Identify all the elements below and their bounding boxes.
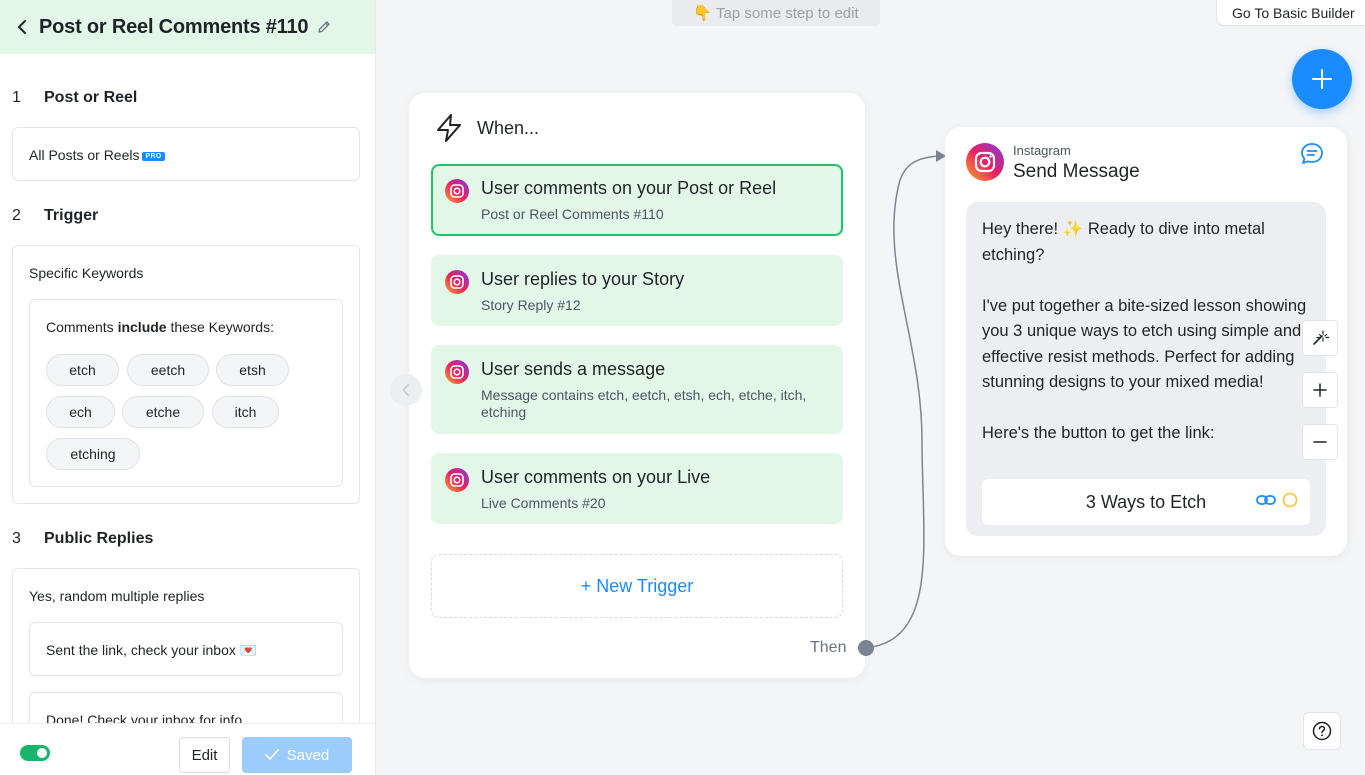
sidebar-header: Post or Reel Comments #110: [0, 0, 375, 54]
zoom-out-button[interactable]: [1302, 424, 1338, 460]
new-trigger-button[interactable]: + New Trigger: [431, 554, 843, 618]
magic-wand-button[interactable]: [1302, 320, 1338, 356]
keyword-chip[interactable]: ech: [46, 396, 115, 428]
button-status-icons: [1256, 492, 1298, 508]
magic-wand-icon: [1313, 330, 1329, 345]
tap-hint: 👇 Tap some step to edit: [672, 0, 880, 26]
section-number: 2: [12, 207, 21, 224]
keyword-chip[interactable]: itch: [212, 396, 279, 428]
instagram-icon: [445, 270, 469, 294]
section-number: 1: [12, 89, 21, 106]
keyword-chip[interactable]: etch: [46, 354, 119, 386]
message-button-label: 3 Ways to Etch: [1085, 491, 1207, 512]
section-label: Public Replies: [44, 530, 154, 547]
keywords-rule-prefix: Comments: [46, 319, 118, 335]
instagram-icon: [445, 468, 469, 492]
replies-mode: Yes, random multiple replies: [29, 588, 205, 604]
saved-label: Saved: [286, 746, 330, 764]
plus-icon: [1313, 383, 1327, 397]
trigger-subtitle: Post or Reel Comments #110: [481, 206, 664, 222]
keyword-chip[interactable]: eetch: [127, 354, 209, 386]
section-header-replies: 3 Public Replies: [12, 530, 153, 548]
chat-bubble-icon[interactable]: [1299, 141, 1325, 167]
rename-button[interactable]: [317, 20, 331, 34]
section-header-trigger: 2 Trigger: [12, 207, 98, 225]
saved-button[interactable]: Saved: [242, 737, 352, 773]
flow-connector: [865, 150, 946, 649]
question-circle-icon: [1312, 721, 1332, 741]
section-number: 3: [12, 530, 21, 547]
trigger-subtitle: Story Reply #12: [481, 297, 581, 313]
then-connector-handle[interactable]: [858, 640, 874, 656]
sidebar-footer: Edit Saved: [0, 723, 375, 775]
check-icon: [264, 749, 279, 760]
trigger-item-direct-message[interactable]: User sends a message Message contains et…: [431, 345, 843, 434]
keywords-box: Comments include these Keywords: etch ee…: [29, 299, 343, 487]
link-icon: [1256, 495, 1276, 505]
keywords-rule-suffix: these Keywords:: [166, 319, 274, 335]
trigger-title: User comments on your Live: [481, 467, 711, 487]
minus-icon: [1313, 441, 1327, 443]
pointing-down-icon: 👇: [693, 5, 713, 22]
keywords-rule-operator: include: [117, 319, 167, 335]
trigger-item-post-comments[interactable]: User comments on your Post or Reel Post …: [431, 164, 843, 236]
trigger-item-story-reply[interactable]: User replies to your Story Story Reply #…: [431, 255, 843, 326]
when-card[interactable]: When... User comments on your Post or Re…: [409, 93, 874, 678]
instagram-icon: [445, 360, 469, 384]
section-label: Trigger: [44, 207, 99, 224]
message-bubble[interactable]: Hey there! ✨ Ready to dive into metal et…: [966, 202, 1326, 536]
sidebar: Post or Reel Comments #110 1 Post or Ree…: [0, 0, 376, 775]
circle-status-icon: [1282, 492, 1298, 508]
when-header: When...: [435, 113, 539, 143]
pro-badge: PRO: [142, 152, 165, 161]
trigger-title: User sends a message: [481, 359, 666, 379]
message-link-button[interactable]: 3 Ways to Etch: [982, 479, 1310, 525]
tap-hint-text: Tap some step to edit: [716, 4, 859, 22]
post-scope-text: All Posts or Reels: [29, 147, 140, 163]
reply-item[interactable]: Sent the link, check your inbox 💌: [29, 622, 343, 676]
lightning-icon: [437, 114, 461, 142]
section-header-post: 1 Post or Reel: [12, 89, 137, 107]
plus-icon: [1312, 69, 1332, 89]
chevron-left-icon: [402, 384, 409, 396]
message-body: Hey there! ✨ Ready to dive into metal et…: [982, 220, 1307, 442]
section-label: Post or Reel: [44, 89, 138, 106]
keywords-rule: Comments include these Keywords:: [46, 319, 274, 335]
message-platform: Instagram: [1013, 143, 1071, 158]
trigger-subtitle: Live Comments #20: [481, 495, 606, 511]
trigger-title: User replies to your Story: [481, 269, 685, 289]
go-to-basic-builder-button[interactable]: Go To Basic Builder: [1216, 0, 1365, 26]
automation-toggle[interactable]: [20, 745, 50, 761]
back-button[interactable]: [12, 17, 32, 37]
message-action: Send Message: [1013, 161, 1140, 182]
keyword-chip[interactable]: etche: [122, 396, 204, 428]
zoom-in-button[interactable]: [1302, 372, 1338, 408]
instagram-icon: [966, 143, 1004, 181]
when-title: When...: [477, 117, 540, 138]
automation-title: Post or Reel Comments #110: [39, 15, 309, 38]
chevron-left-icon: [18, 20, 26, 34]
edit-button[interactable]: Edit: [179, 737, 230, 773]
trigger-type: Specific Keywords: [29, 265, 144, 281]
keyword-chip[interactable]: etsh: [216, 354, 289, 386]
trigger-title: User comments on your Post or Reel: [481, 178, 777, 198]
then-label: Then: [810, 639, 847, 656]
send-message-card[interactable]: Instagram Send Message Hey there! ✨ Read…: [945, 127, 1347, 556]
help-button[interactable]: [1303, 712, 1341, 750]
trigger-card[interactable]: Specific Keywords Comments include these…: [12, 245, 360, 504]
instagram-icon: [445, 179, 469, 203]
trigger-item-live-comments[interactable]: User comments on your Live Live Comments…: [431, 453, 843, 524]
reply-text: Sent the link, check your inbox 💌: [46, 642, 258, 658]
pencil-icon: [318, 21, 331, 33]
add-step-button[interactable]: [1292, 49, 1352, 109]
trigger-subtitle: Message contains etch, eetch, etsh, ech,…: [481, 387, 807, 420]
collapse-sidebar-button[interactable]: [390, 374, 422, 406]
keyword-chip[interactable]: etching: [46, 438, 140, 470]
